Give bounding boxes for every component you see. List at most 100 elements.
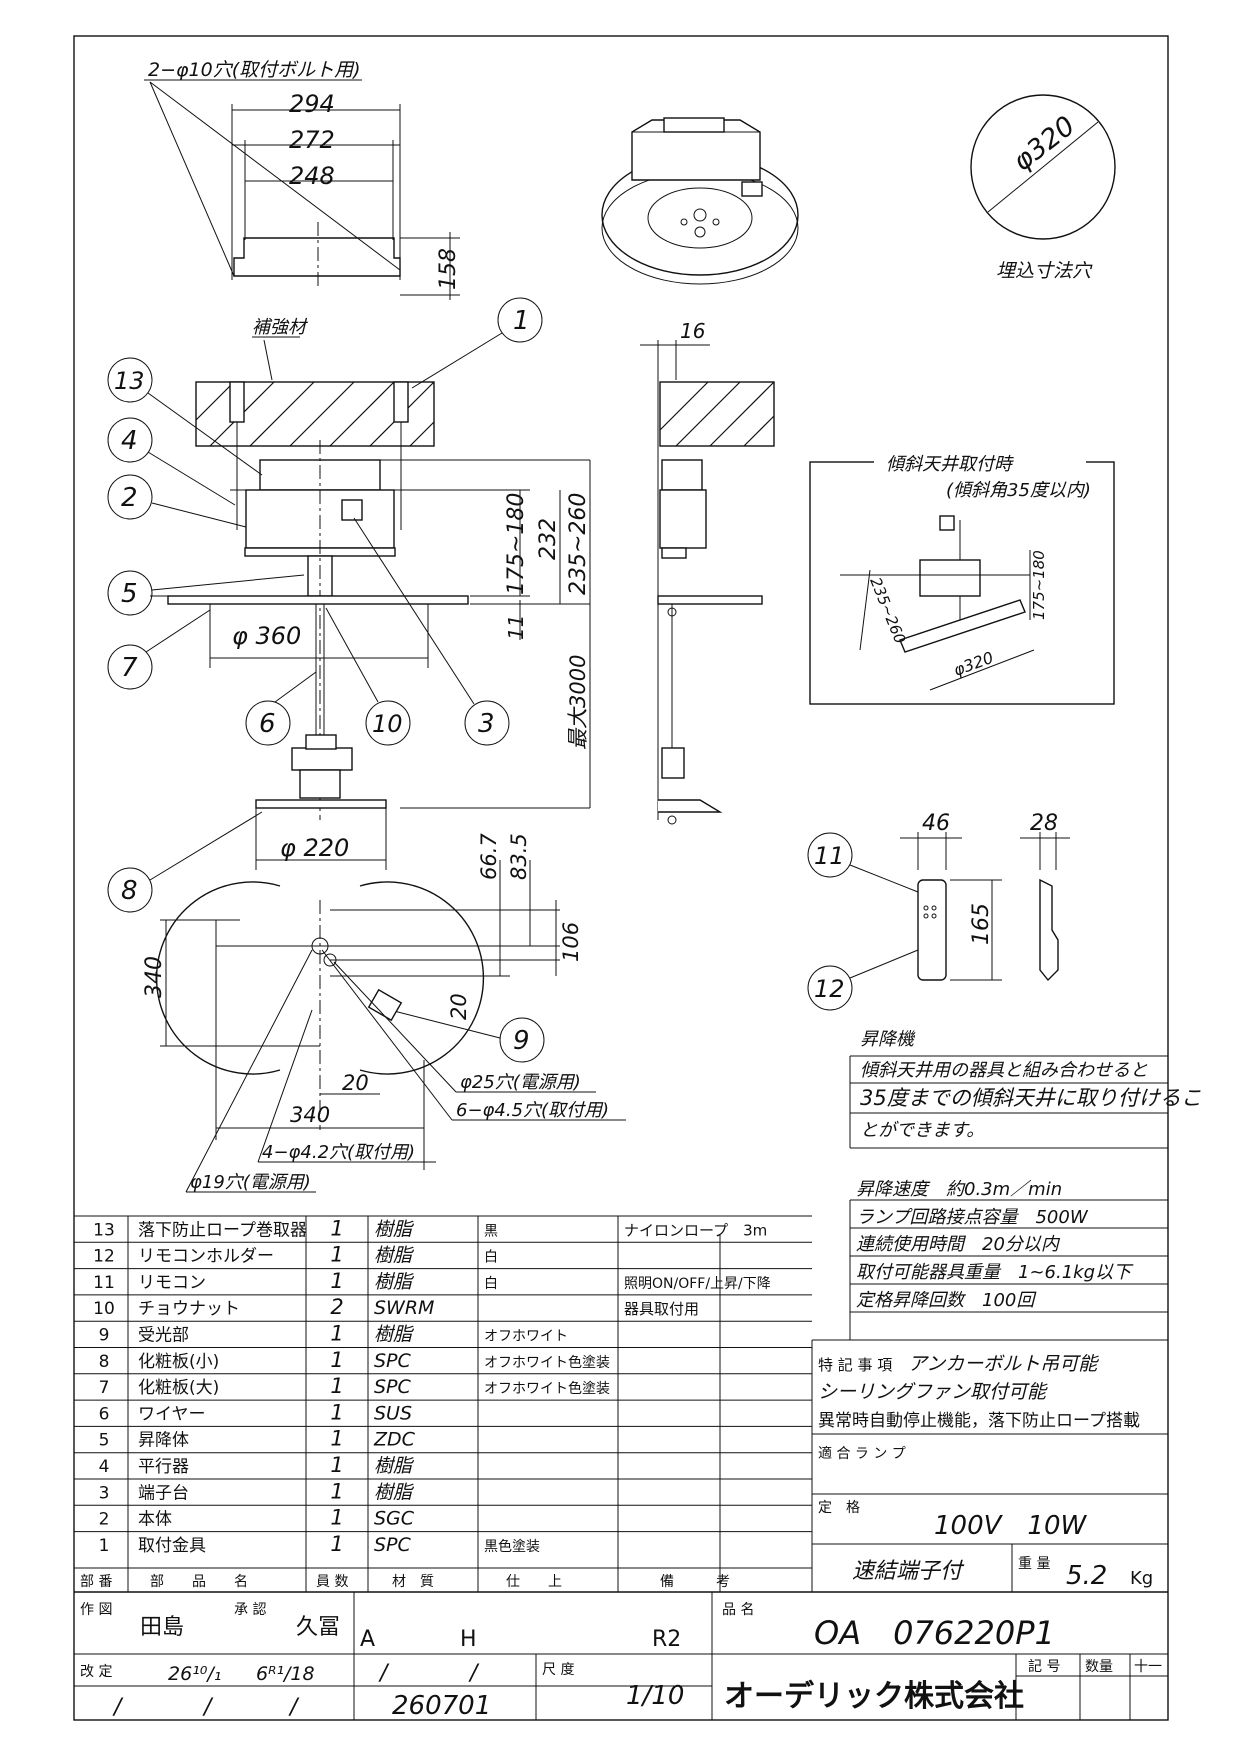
cell-material: SWRM (374, 1297, 434, 1319)
dim-158: 158 (436, 248, 461, 290)
cell-material: SUS (374, 1402, 412, 1424)
dim-235-260: 235~260 (566, 493, 591, 595)
rev-slash-1: / (378, 1661, 390, 1686)
cell-name: 受光部 (138, 1326, 189, 1346)
reinforce-label: 補強材 (252, 317, 309, 338)
dim-248: 248 (289, 162, 335, 190)
cell-qty: 1 (330, 1322, 343, 1346)
cell-qty: 1 (330, 1479, 343, 1503)
balloons: 1 13 4 2 5 7 6 10 3 8 9 11 12 (107, 297, 919, 1063)
lamp-label: 適 合 ラ ン プ (818, 1445, 906, 1462)
incline-inset: 傾斜天井取付時 (傾斜角35度以内) 235~260 175~180 φ320 (809, 454, 1115, 705)
cell-no: 10 (93, 1299, 115, 1319)
cell-name: リモコンホルダー (138, 1247, 274, 1267)
cell-name: チョウナット (138, 1299, 240, 1319)
special-label: 特 記 事 項 (818, 1356, 892, 1374)
cell-name: リモコン (138, 1273, 206, 1293)
scale-label: 尺 度 (542, 1662, 574, 1678)
table-row: 10 チョウナット 2 SWRM 器具取付用 (74, 1294, 812, 1319)
header-no: 部 番 (80, 1574, 112, 1590)
spec-block: 特 記 事 項 アンカーボルト吊可能 シーリングファン取付可能 異常時自動停止機… (811, 1339, 1168, 1592)
cell-qty: 1 (330, 1400, 343, 1424)
main-side-view: 補強材 (107, 297, 919, 1063)
dim-phi220: φ 220 (280, 834, 349, 862)
bottom-view: 340 66.7 83.5 106 20 20 340 φ25穴(電源用) 6−… (142, 833, 626, 1193)
lift-line-2: 35度までの傾斜天井に取り付けるこ (860, 1086, 1202, 1110)
cutout-diagram: φ320 埋込寸法穴 (970, 94, 1116, 282)
lift-title: 昇降機 (860, 1029, 916, 1050)
cell-no: 5 (99, 1431, 110, 1451)
drawn-label: 作 図 (80, 1602, 112, 1618)
section-view: 16 (640, 319, 775, 825)
dim-232: 232 (536, 518, 561, 560)
cutout-label: 埋込寸法穴 (996, 260, 1093, 282)
note-phi25: φ25穴(電源用) (460, 1072, 581, 1093)
cutout-dim: φ320 (1007, 110, 1081, 177)
product-label: 品 名 (722, 1602, 754, 1618)
cell-name: 平行器 (138, 1457, 189, 1477)
approved-by: 久冨 (296, 1615, 340, 1640)
cell-name: 化粧板(大) (138, 1378, 219, 1398)
note-phi19: φ19穴(電源用) (190, 1172, 311, 1193)
plusminus: 十一 (1134, 1659, 1162, 1675)
remote-dim-28: 28 (1030, 811, 1058, 836)
dim-16: 16 (680, 319, 705, 343)
rev-slash-4: / (202, 1695, 214, 1720)
cell-qty: 1 (330, 1427, 343, 1451)
cell-material: 樹脂 (374, 1245, 415, 1267)
company-name: オーデリック株式会社 (724, 1679, 1024, 1714)
cell-no: 4 (99, 1457, 110, 1477)
sheet-border (73, 35, 1169, 1721)
balloon-4: 4 (121, 426, 138, 456)
cell-note: ナイロンロープ 3m (624, 1221, 767, 1239)
cell-no: 1 (99, 1536, 110, 1556)
balloon-11: 11 (814, 842, 845, 870)
code-r: R2 (652, 1627, 681, 1652)
cell-name: 取付金具 (138, 1536, 206, 1556)
cell-name: 化粧板(小) (138, 1352, 219, 1372)
balloon-13: 13 (114, 367, 145, 395)
special-line-1: アンカーボルト吊可能 (908, 1353, 1099, 1375)
weight-value: 5.2 (1066, 1561, 1107, 1591)
perspective-view (601, 117, 799, 285)
balloon-5: 5 (121, 579, 138, 609)
cell-name: 昇降体 (138, 1431, 189, 1451)
cell-name: ワイヤー (138, 1404, 206, 1424)
rev-slash-3: / (112, 1695, 124, 1720)
cell-finish: 黒 (484, 1223, 498, 1239)
cell-qty: 1 (330, 1216, 343, 1240)
rev-slash-5: / (288, 1695, 300, 1720)
cell-finish: オフホワイト色塗装 (484, 1380, 610, 1397)
special-line-2: シーリングファン取付可能 (818, 1381, 1048, 1403)
drawn-by: 田島 (140, 1615, 184, 1640)
bottom-dim-340v: 340 (142, 956, 167, 998)
specs: 昇降速度 約0.3m／min ランプ回路接点容量 500W 連続使用時間 20分… (849, 1179, 1168, 1340)
cell-qty: 2 (330, 1295, 343, 1319)
cell-note: 器具取付用 (624, 1300, 699, 1318)
header-finish: 仕 上 (506, 1574, 562, 1590)
cell-material: SGC (374, 1508, 415, 1530)
lift-line-1: 傾斜天井用の器具と組み合わせると (860, 1060, 1148, 1081)
rev-1: 26¹⁰/₁ (168, 1663, 221, 1685)
rating-value: 100V 10W (934, 1511, 1087, 1541)
symbol-label: 記 号 (1028, 1658, 1060, 1675)
approved-label: 承 認 (234, 1602, 266, 1618)
dim-11: 11 (504, 615, 528, 640)
cell-qty: 1 (330, 1348, 343, 1372)
dim-294: 294 (289, 90, 335, 118)
cell-material: 樹脂 (374, 1271, 415, 1293)
cell-qty: 1 (330, 1453, 343, 1477)
special-line-3: 異常時自動停止機能，落下防止ロープ搭載 (818, 1411, 1140, 1431)
weight-unit: Kg (1130, 1568, 1153, 1589)
incline-dim-235-260: 235~260 (866, 575, 909, 647)
